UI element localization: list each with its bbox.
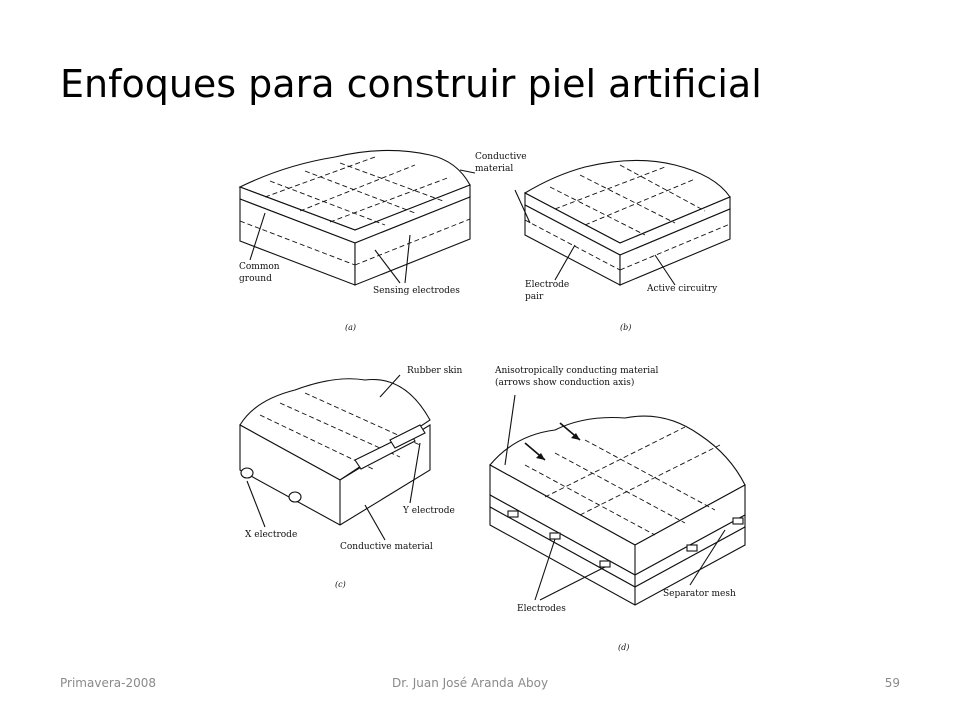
panel-b-caption: (b): [620, 323, 631, 332]
panel-d-leader-aniso: [504, 394, 516, 466]
panel-c-leader-rubber: [379, 374, 401, 398]
panel-a-label-ground: ground: [239, 274, 272, 284]
panel-c-leader-y: [409, 442, 421, 504]
panel-c-label-x-electrode: X electrode: [245, 530, 297, 540]
panel-d-drawing: [489, 415, 746, 606]
panel-d-label-separator: Separator mesh: [663, 589, 736, 599]
panel-a-label-sensing: Sensing electrodes: [373, 286, 460, 296]
skin-diagram: Conductive material Common ground Sensin…: [238, 149, 746, 652]
panel-a-leader-sensing-1: [374, 249, 401, 284]
footer-page-number: 59: [884, 676, 900, 690]
panel-a-caption: (a): [345, 323, 356, 332]
panel-b-label-pair: pair: [525, 292, 544, 302]
panel-d-label-electrodes: Electrodes: [517, 604, 566, 614]
panel-b-drawing: [523, 159, 731, 286]
artificial-skin-figure: Conductive material Common ground Sensin…: [225, 135, 770, 660]
panel-c-leader-x: [246, 480, 266, 528]
panel-c-label-rubber: Rubber skin: [407, 366, 463, 376]
panel-d-leader-electrodes-2: [539, 566, 606, 601]
panel-c-label-y-electrode: Y electrode: [402, 506, 455, 516]
panel-c-label-conductive: Conductive material: [340, 542, 433, 552]
panel-d-label-aniso-2: (arrows show conduction axis): [495, 377, 634, 388]
panel-a-label-conductive: Conductive: [475, 152, 527, 162]
footer-author: Dr. Juan José Aranda Aboy: [392, 676, 549, 690]
panel-a-drawing: [238, 149, 471, 286]
panel-c-drawing: [239, 378, 431, 526]
panel-b-leader-active: [654, 254, 676, 286]
panel-b-leader-conductive: [514, 189, 531, 224]
panel-a-leader-ground: [249, 212, 266, 261]
panel-d-axis-arrowhead-2: [536, 453, 545, 460]
panel-c-caption: (c): [335, 580, 346, 589]
panel-d-axis-arrowhead-1: [571, 433, 580, 440]
panel-a-label-material: material: [475, 164, 513, 174]
panel-b-label-electrode: Electrode: [525, 280, 569, 290]
footer-term: Primavera-2008: [60, 676, 156, 690]
panel-d-leader-separator: [689, 529, 726, 586]
panel-a-leader-conductive: [459, 169, 476, 174]
panel-d-caption: (d): [618, 643, 629, 652]
panel-b-label-active: Active circuitry: [646, 284, 718, 294]
panel-d-leader-electrodes-1: [534, 538, 556, 601]
panel-d-label-aniso-1: Anisotropically conducting material: [494, 366, 658, 376]
panel-b-leader-electrode: [554, 244, 576, 281]
slide-title: Enfoques para construir piel artificial: [60, 62, 762, 106]
panel-a-leader-sensing-2: [404, 234, 411, 284]
panel-c-leader-conductive: [364, 504, 386, 541]
panel-a-label-common: Common: [239, 262, 280, 272]
